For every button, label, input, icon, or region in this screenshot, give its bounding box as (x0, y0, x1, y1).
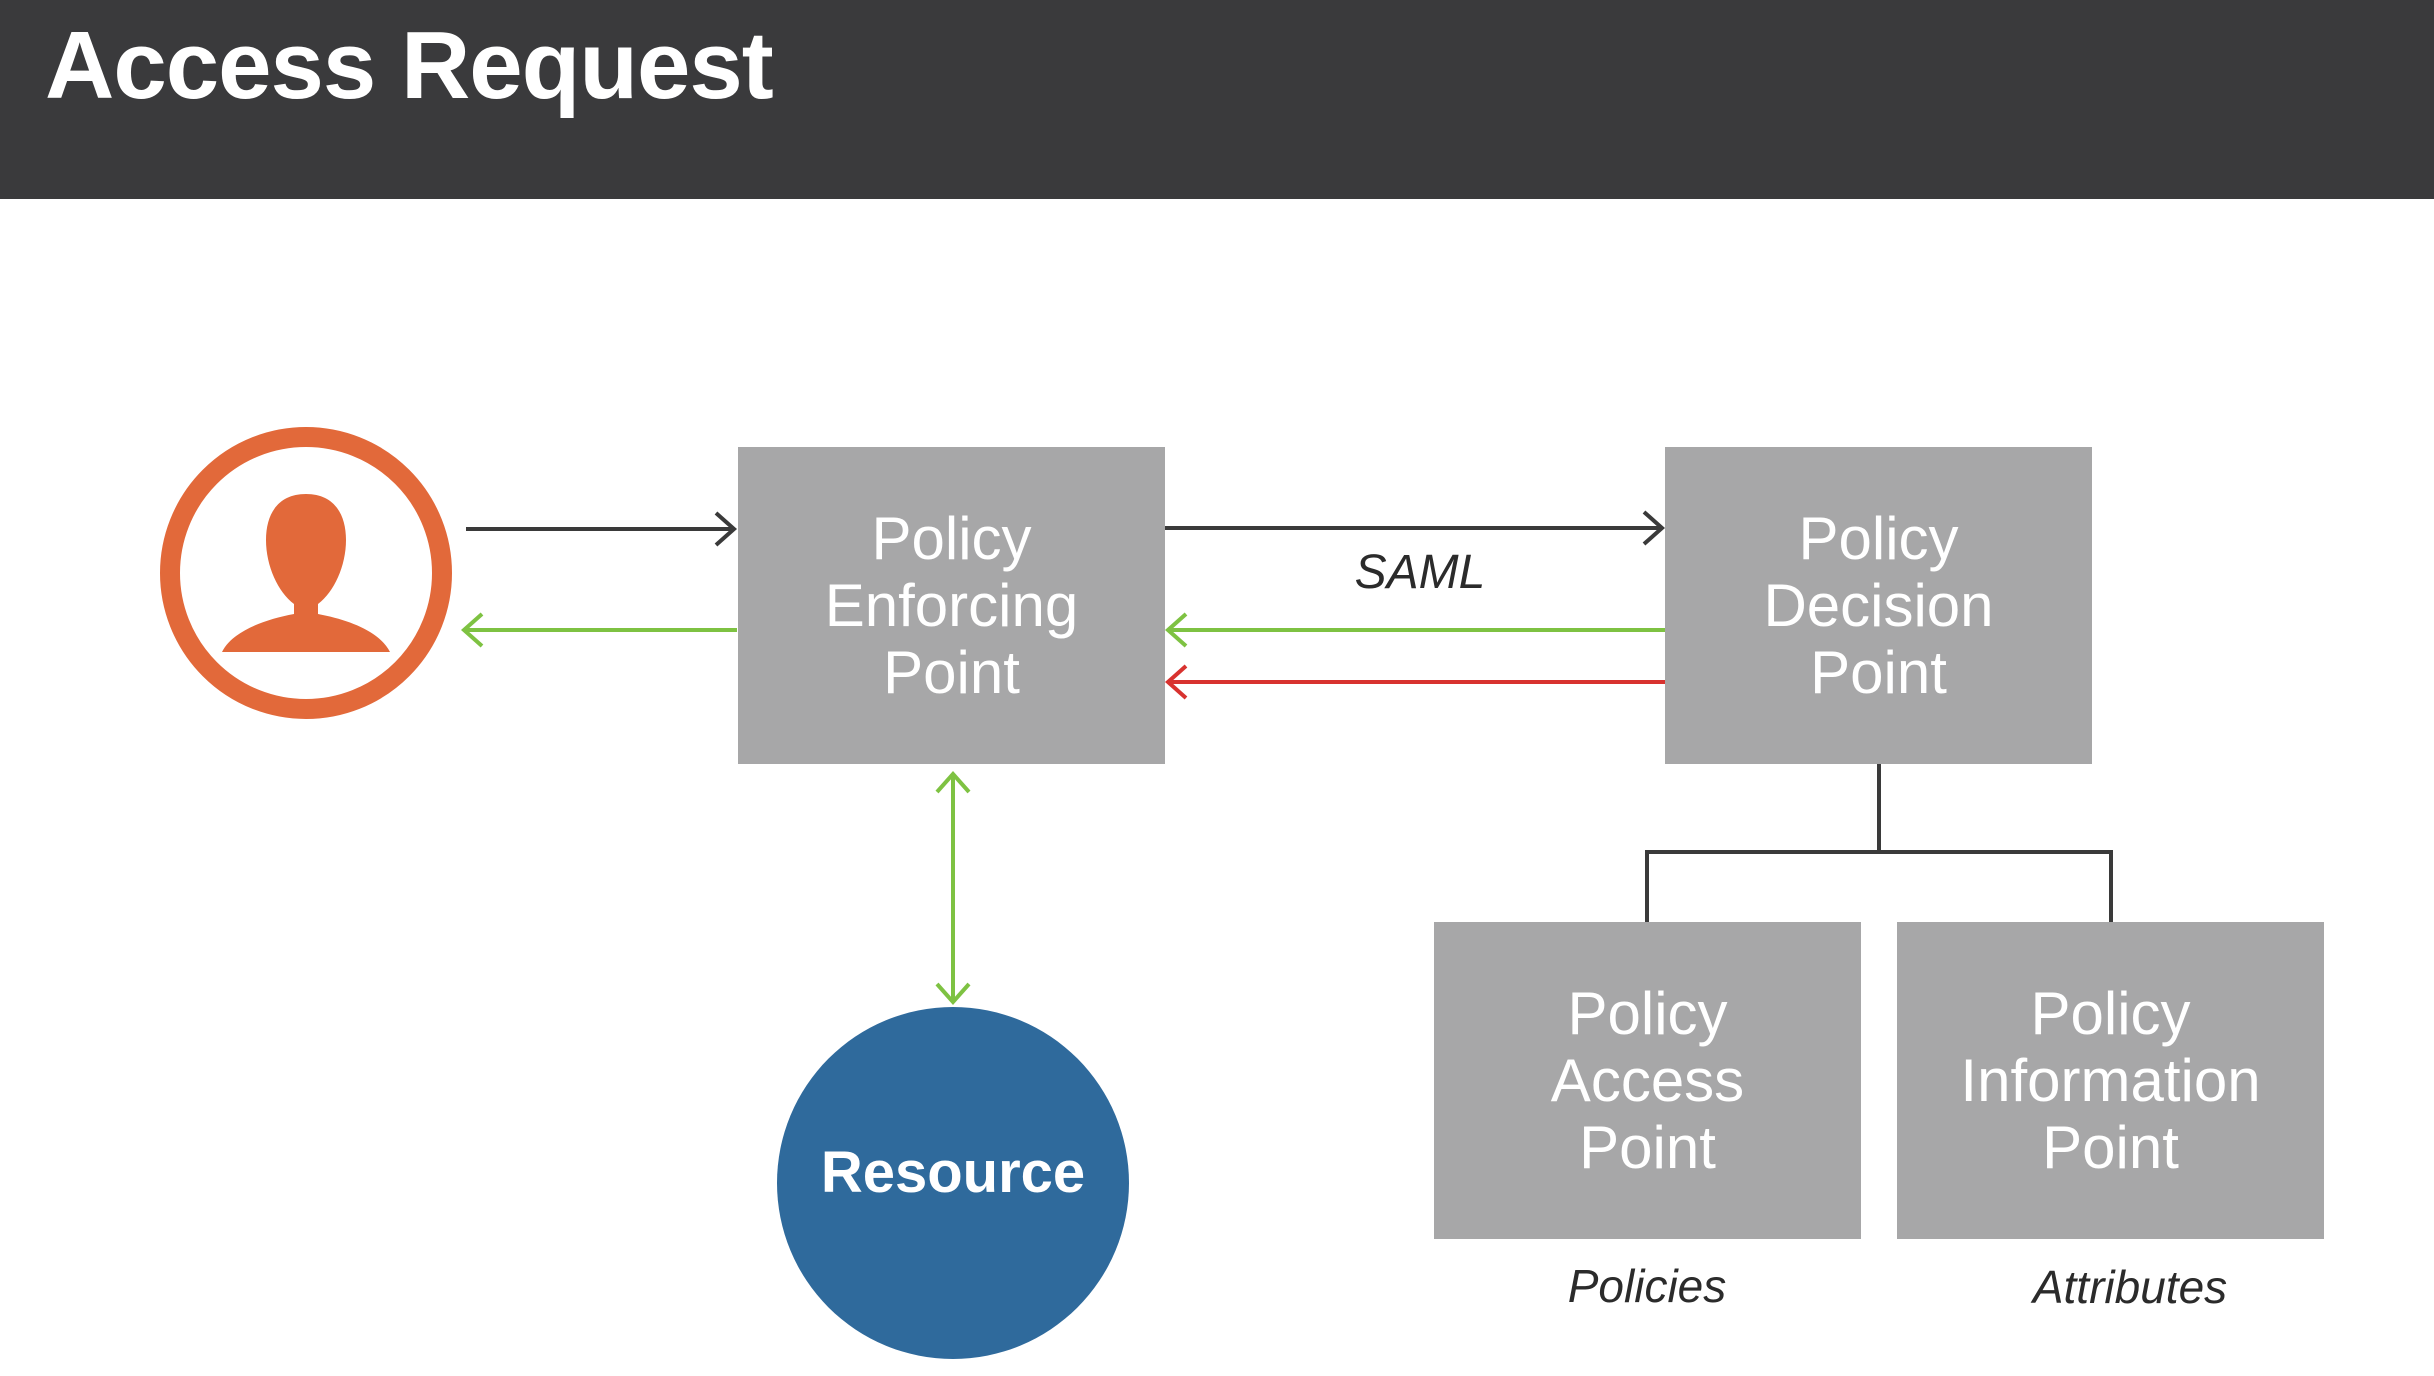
resource-label: Resource (820, 1140, 1086, 1205)
pdp-line-3: Point (1810, 639, 1947, 706)
user-icon (222, 494, 390, 652)
pip-line-3: Point (2042, 1114, 2179, 1181)
pap-line-3: Point (1579, 1114, 1716, 1181)
attributes-caption: Attributes (2032, 1261, 2228, 1313)
arrow-pep-resource (935, 770, 971, 1006)
arrow-pdp-to-pep-permit (1164, 612, 1665, 648)
pap-line-1: Policy (1567, 980, 1728, 1047)
policy-information-point-box: Policy Information Point (1897, 922, 2324, 1239)
saml-label: SAML (1354, 546, 1486, 599)
policy-access-point-box: Policy Access Point (1434, 922, 1861, 1239)
arrow-pdp-to-pep-deny (1164, 664, 1665, 700)
resource-circle (777, 1007, 1129, 1359)
arrow-pep-to-pdp (1165, 510, 1666, 546)
pep-line-3: Point (883, 639, 1020, 706)
arrow-user-to-pep (466, 511, 738, 547)
pdp-line-1: Policy (1798, 505, 1959, 572)
pap-line-2: Access (1550, 1047, 1745, 1114)
policies-caption: Policies (1567, 1260, 1727, 1312)
arrow-pep-to-user (460, 612, 737, 648)
policy-decision-point-box: Policy Decision Point (1665, 447, 2092, 764)
connector-pdp-tree (1645, 764, 2113, 922)
pip-line-1: Policy (2030, 980, 2191, 1047)
pip-line-2: Information (1960, 1047, 2261, 1114)
pep-line-1: Policy (871, 505, 1032, 572)
pep-line-2: Enforcing (824, 572, 1079, 639)
user-node (160, 427, 452, 719)
page-title: Access Request (45, 12, 774, 119)
title-bar: Access Request (0, 0, 2434, 199)
pdp-line-2: Decision (1763, 572, 1994, 639)
policy-enforcing-point-box: Policy Enforcing Point (738, 447, 1165, 764)
